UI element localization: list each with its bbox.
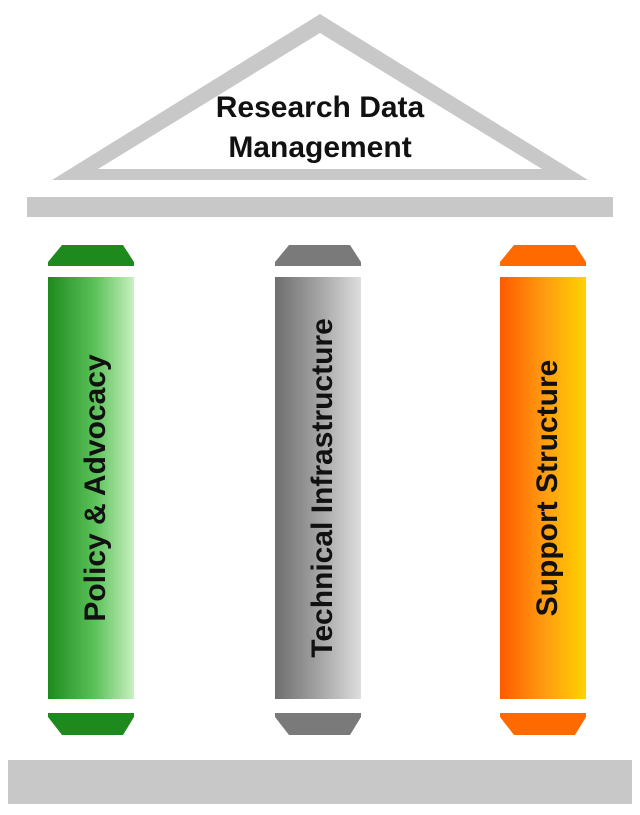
pillar-cap-bottom: [275, 713, 361, 735]
pillar-cap-bottom: [48, 713, 134, 735]
pillar-label: Policy & Advocacy: [79, 354, 112, 622]
foundation-base: [8, 760, 632, 804]
pillar-cap-bottom: [500, 713, 586, 735]
pillar-label: Technical Infrastructure: [306, 318, 339, 658]
pillar-shaft: [275, 277, 361, 699]
roof-beam: [27, 197, 613, 217]
pillar-shaft: [500, 277, 586, 699]
pillar-policy-advocacy: Policy & Advocacy: [48, 245, 134, 735]
pillar-technical-infrastructure: Technical Infrastructure: [275, 245, 361, 735]
pillar-cap-top: [48, 245, 134, 266]
roof-title-line2: Management: [228, 131, 411, 164]
pillar-label: Support Structure: [531, 360, 564, 617]
roof: Research Data Management: [52, 14, 588, 180]
roof-title-line1: Research Data: [216, 91, 425, 124]
pillar-cap-top: [500, 245, 586, 266]
pillar-shaft: [48, 277, 134, 699]
pillar-support-structure: Support Structure: [500, 245, 586, 735]
pillar-cap-top: [275, 245, 361, 266]
roof-inner: [98, 33, 542, 169]
